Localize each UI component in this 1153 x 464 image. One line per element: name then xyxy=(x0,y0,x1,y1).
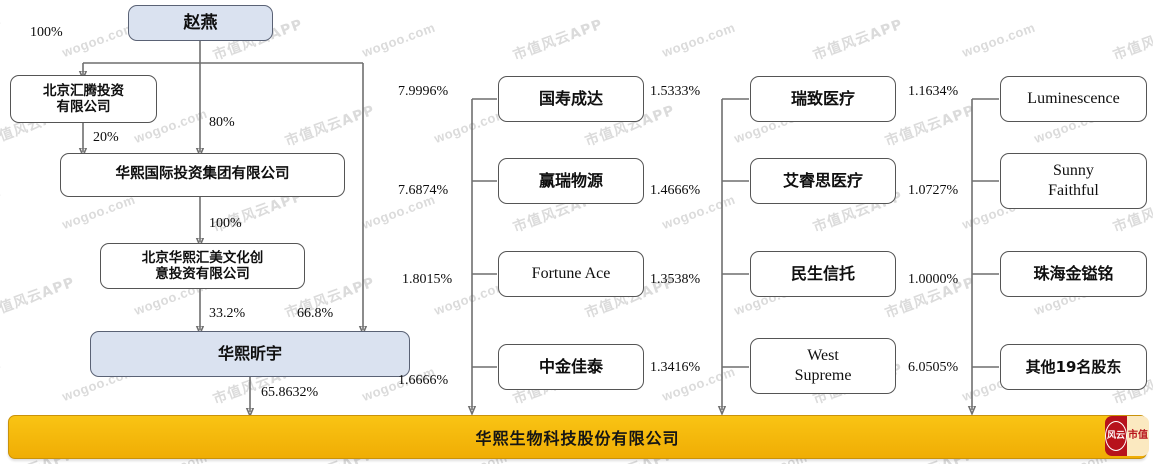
watermark-text: 市值风云APP xyxy=(0,274,78,322)
shareholder-box-c2-r3[interactable]: 民生信托 xyxy=(750,251,896,297)
shareholder-name: Luminescence xyxy=(1027,90,1120,108)
node-zhaoyan[interactable]: 赵燕 xyxy=(128,5,273,41)
shareholder-name: 民生信托 xyxy=(790,264,855,284)
pct-c2-r2: 1.4666% xyxy=(650,183,701,198)
node-huaxi-international[interactable]: 华熙国际投资集团有限公司 xyxy=(60,153,345,197)
shareholder-name: 艾睿思医疗 xyxy=(782,171,863,191)
shareholder-name: 珠海金镒铭 xyxy=(1033,264,1114,284)
shareholder-box-c3-r2[interactable]: Sunny Faithful xyxy=(1000,153,1147,209)
pct-huaxi-huimei: 100% xyxy=(209,216,242,231)
node-label: 华熙昕宇 xyxy=(217,344,282,364)
watermark-text: wogoo.com xyxy=(660,19,738,61)
pct-huiteng-huaxi: 20% xyxy=(93,130,119,145)
pct-c1-r1: 7.9996% xyxy=(398,84,449,99)
watermark-text: 市值风云APP xyxy=(511,16,606,64)
pct-c3-r1: 1.1634% xyxy=(908,84,959,99)
node-beijing-huiteng[interactable]: 北京汇腾投资 有限公司 xyxy=(10,75,157,123)
pct-c3-r3: 1.0000% xyxy=(908,272,959,287)
shareholder-box-c2-r4[interactable]: West Supreme xyxy=(750,338,896,394)
shareholder-name: Fortune Ace xyxy=(531,265,611,283)
watermark-text: wogoo.com xyxy=(960,19,1038,61)
logo-disc: 风云 xyxy=(1105,421,1127,451)
node-label: 北京华熙汇美文化创 意投资有限公司 xyxy=(141,249,264,282)
shareholder-box-c1-r1[interactable]: 国寿成达 xyxy=(498,76,644,122)
pct-c2-r4: 1.3416% xyxy=(650,360,701,375)
watermark-text: wogoo.com xyxy=(360,19,438,61)
shareholder-box-c1-r2[interactable]: 赢瑞物源 xyxy=(498,158,644,204)
shareholder-box-c3-r4[interactable]: 其他19名股东 xyxy=(1000,344,1147,390)
watermark-text: wogoo.com xyxy=(60,19,138,61)
node-label: 赵燕 xyxy=(183,12,218,33)
node-huaxi-xinyu[interactable]: 华熙昕宇 xyxy=(90,331,410,377)
shareholder-name: 其他19名股东 xyxy=(1025,357,1122,376)
shareholder-box-c2-r1[interactable]: 瑞致医疗 xyxy=(750,76,896,122)
node-huimei-culture[interactable]: 北京华熙汇美文化创 意投资有限公司 xyxy=(100,243,305,289)
pct-zhaoyan-huaxi: 80% xyxy=(209,115,235,130)
shareholder-box-c3-r3[interactable]: 珠海金镒铭 xyxy=(1000,251,1147,297)
watermark-text: 市值风云APP xyxy=(883,102,978,150)
watermark-text: 市值风云APP xyxy=(0,360,6,408)
node-label: 华熙国际投资集团有限公司 xyxy=(115,166,290,183)
shareholder-name: 中金佳泰 xyxy=(538,357,603,377)
node-label: 北京汇腾投资 有限公司 xyxy=(43,82,124,115)
watermark-text: 市值风云APP xyxy=(0,188,6,236)
pct-c3-r2: 1.0727% xyxy=(908,183,959,198)
pct-xinyu-listed: 65.8632% xyxy=(261,385,319,400)
pct-huimei-xinyu: 33.2% xyxy=(209,306,246,321)
logo-right-half: 市值 xyxy=(1127,416,1149,456)
pct-c1-r2: 7.6874% xyxy=(398,183,449,198)
shareholder-name: Sunny Faithful xyxy=(1048,162,1099,199)
pct-c2-r1: 1.5333% xyxy=(650,84,701,99)
shareholder-box-c1-r4[interactable]: 中金佳泰 xyxy=(498,344,644,390)
watermark-text: 市值风云APP xyxy=(1111,16,1153,64)
listed-company-name: 华熙生物科技股份有限公司 xyxy=(475,429,680,448)
shareholder-box-c1-r3[interactable]: Fortune Ace xyxy=(498,251,644,297)
watermark-text: 市值风云APP xyxy=(0,16,6,64)
listed-company-bar[interactable]: 华熙生物科技股份有限公司 xyxy=(8,415,1147,459)
watermark-text: wogoo.com xyxy=(60,191,138,233)
pct-c3-r4: 6.0505% xyxy=(908,360,959,375)
logo-left-half: 风云 xyxy=(1105,416,1127,456)
pct-c2-r3: 1.3538% xyxy=(650,272,701,287)
shareholder-name: West Supreme xyxy=(794,347,852,384)
shareholder-box-c3-r1[interactable]: Luminescence xyxy=(1000,76,1147,122)
wogoo-logo: 风云 市值 xyxy=(1105,416,1149,456)
pct-zhaoyan-xinyu: 66.8% xyxy=(297,306,334,321)
shareholder-name: 瑞致医疗 xyxy=(790,89,855,109)
watermark-text: 市值风云APP xyxy=(811,16,906,64)
shareholder-name: 国寿成达 xyxy=(538,89,603,109)
pct-c1-r4: 1.6666% xyxy=(398,373,449,388)
pct-zhaoyan-huiteng: 100% xyxy=(30,25,63,40)
shareholder-name: 赢瑞物源 xyxy=(538,171,603,191)
logo-right-text: 市值 xyxy=(1128,429,1148,441)
logo-left-text: 风云 xyxy=(1106,430,1125,441)
pct-c1-r3: 1.8015% xyxy=(402,272,453,287)
watermark-text: 市值风云APP xyxy=(283,102,378,150)
shareholder-box-c2-r2[interactable]: 艾睿思医疗 xyxy=(750,158,896,204)
